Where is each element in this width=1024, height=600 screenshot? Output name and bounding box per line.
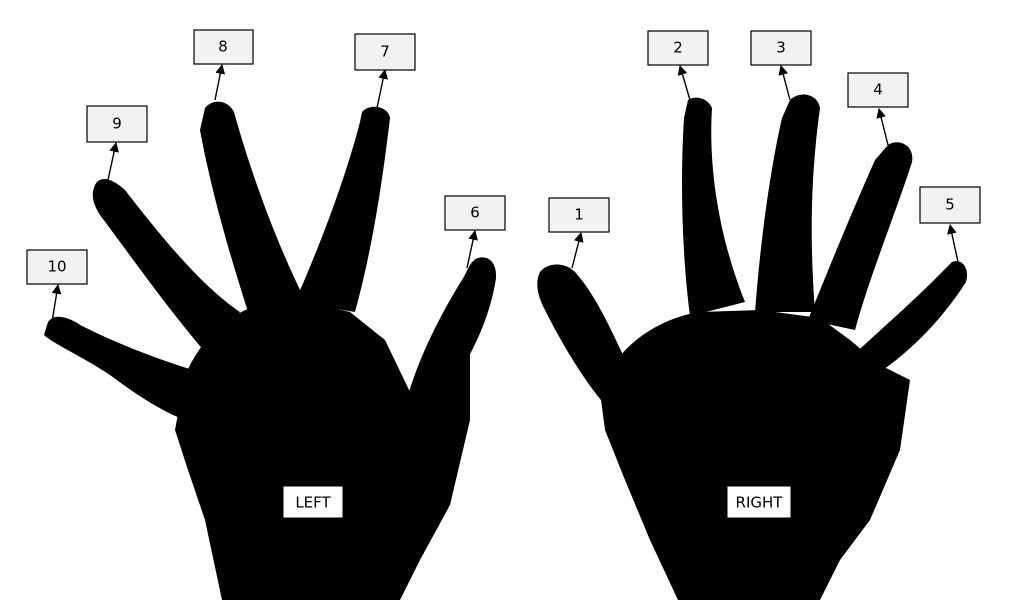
finger-label-6: 6 xyxy=(444,195,506,231)
finger-label-4: 4 xyxy=(847,72,909,108)
finger-number-10: 10 xyxy=(47,258,66,276)
hand-label-right: RIGHT xyxy=(726,485,792,519)
finger-label-5: 5 xyxy=(919,186,981,224)
right-middle-finger xyxy=(755,94,820,313)
finger-number-9: 9 xyxy=(112,115,122,133)
right-ring-finger xyxy=(808,142,913,330)
left-little-finger xyxy=(44,316,210,425)
right-index-finger xyxy=(682,97,745,316)
finger-label-10: 10 xyxy=(26,249,88,285)
leader-7 xyxy=(376,69,388,109)
left-hand xyxy=(44,101,497,600)
finger-number-7: 7 xyxy=(380,43,390,61)
leader-10 xyxy=(51,284,62,323)
finger-labels: 1 2 3 4 5 6 7 8 xyxy=(26,29,981,285)
finger-label-9: 9 xyxy=(86,105,148,143)
hand-label-left-text: LEFT xyxy=(295,494,331,512)
leader-4 xyxy=(876,108,889,146)
left-thumb xyxy=(408,257,497,400)
right-thumb xyxy=(537,264,640,425)
finger-number-5: 5 xyxy=(945,196,955,214)
hand-label-left: LEFT xyxy=(282,485,344,519)
finger-number-1: 1 xyxy=(574,206,584,224)
left-ring-finger xyxy=(92,178,240,352)
finger-number-8: 8 xyxy=(218,38,228,56)
finger-label-1: 1 xyxy=(548,197,610,233)
finger-number-6: 6 xyxy=(470,204,480,222)
finger-label-2: 2 xyxy=(647,30,709,66)
left-middle-finger xyxy=(200,101,305,318)
leader-6 xyxy=(466,230,478,269)
left-index-finger xyxy=(295,106,390,312)
leader-3 xyxy=(778,65,791,101)
finger-number-2: 2 xyxy=(673,39,683,57)
leader-9 xyxy=(107,142,119,181)
leader-8 xyxy=(214,64,226,101)
right-palm xyxy=(600,310,910,600)
leader-1 xyxy=(571,232,584,269)
hand-label-right-text: RIGHT xyxy=(736,494,784,512)
left-hand-palm xyxy=(175,300,470,600)
leader-arrows xyxy=(51,64,959,323)
finger-label-3: 3 xyxy=(750,30,812,66)
right-little-finger xyxy=(848,261,968,372)
finger-label-7: 7 xyxy=(354,33,416,71)
leader-2 xyxy=(677,65,691,101)
finger-number-3: 3 xyxy=(776,39,786,57)
finger-label-8: 8 xyxy=(193,29,254,65)
finger-number-4: 4 xyxy=(873,81,883,99)
right-hand xyxy=(537,94,968,600)
leader-5 xyxy=(947,224,959,263)
